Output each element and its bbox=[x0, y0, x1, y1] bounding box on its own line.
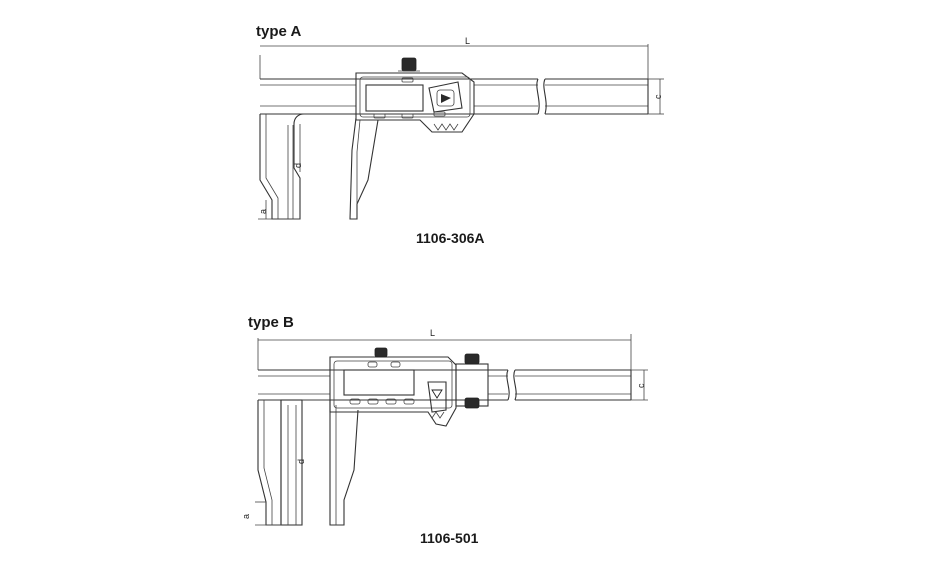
type-b-c-label: c bbox=[636, 383, 646, 388]
type-a-sliding-jaw bbox=[349, 117, 379, 220]
type-b-display-unit bbox=[329, 347, 457, 427]
type-b-clamp-screw-bottom bbox=[464, 397, 480, 409]
type-b-thumb-wheel bbox=[374, 347, 388, 358]
type-b-lcd-screen bbox=[343, 369, 415, 396]
type-a-fixed-jaw bbox=[259, 113, 305, 220]
type-a-length-label: L bbox=[465, 36, 470, 46]
type-b-length-label: L bbox=[430, 328, 435, 338]
type-b-d-label: d bbox=[296, 459, 306, 464]
type-a-model-number: 1106-306A bbox=[416, 230, 485, 246]
type-a-triangle-button-icon bbox=[441, 94, 451, 103]
type-a-c-label: c bbox=[653, 94, 663, 99]
type-a-a-dimension: a bbox=[258, 200, 300, 220]
type-b-sliding-jaw bbox=[329, 400, 359, 526]
type-b-a-label: a bbox=[241, 514, 251, 519]
type-b-label: type B bbox=[248, 314, 294, 331]
type-a-display-unit bbox=[355, 57, 475, 133]
type-b-model-number: 1106-501 bbox=[420, 530, 479, 546]
type-a-beam bbox=[260, 78, 649, 115]
type-a-c-dimension: c bbox=[648, 78, 664, 115]
type-a-label: type A bbox=[256, 23, 301, 40]
type-b-length-dimension: L bbox=[257, 328, 632, 370]
type-b-d-dimension: d bbox=[295, 405, 306, 525]
type-b-fine-adjust-clamp bbox=[455, 353, 489, 409]
type-b-triangle-button-icon bbox=[431, 389, 443, 399]
type-b-fixed-jaw bbox=[257, 399, 330, 526]
type-b-a-dimension: a bbox=[241, 501, 302, 526]
type-b-clamp-screw-top bbox=[464, 353, 480, 365]
type-a-length-dimension: L bbox=[259, 36, 649, 79]
type-b-c-dimension: c bbox=[631, 369, 648, 401]
type-a-diagram: type A L bbox=[256, 23, 664, 246]
type-b-diagram: type B L c bbox=[241, 314, 648, 546]
type-a-lcd-screen bbox=[365, 84, 424, 112]
type-a-a-label: a bbox=[258, 209, 268, 214]
type-a-d-dimension: d bbox=[292, 125, 303, 219]
type-a-thumb-wheel bbox=[401, 57, 417, 72]
type-b-beam bbox=[258, 369, 632, 401]
type-a-d-label: d bbox=[293, 163, 303, 168]
